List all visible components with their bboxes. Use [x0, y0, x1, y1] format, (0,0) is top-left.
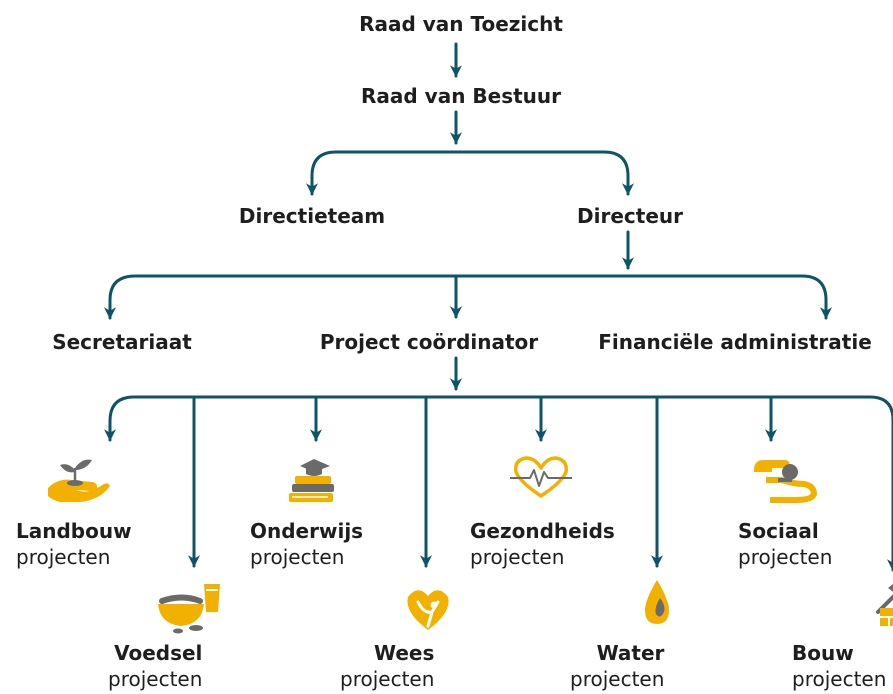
project-bouw: Bouw projecten — [792, 640, 886, 692]
project-title: Landbouw — [16, 519, 132, 543]
node-directieteam: Directieteam — [238, 204, 386, 228]
project-subtitle: projecten — [470, 545, 565, 569]
branch-projects-bus — [132, 395, 893, 422]
branch-secretariaat — [104, 274, 630, 320]
heart-child-icon — [407, 590, 449, 630]
project-title: Sociaal — [738, 519, 819, 543]
project-title: Water — [596, 641, 665, 665]
project-title: Onderwijs — [250, 519, 364, 543]
plant-in-hand-icon — [48, 459, 110, 502]
project-subtitle: projecten — [250, 545, 345, 569]
project-water: Water projecten — [570, 640, 664, 692]
branch-directeur — [454, 150, 634, 196]
project-gezondheids: Gezondheids projecten — [470, 518, 615, 570]
project-sociaal: Sociaal projecten — [738, 518, 832, 570]
project-title: Bouw — [792, 641, 854, 665]
project-onderwijs: Onderwijs projecten — [250, 518, 363, 570]
project-wees: Wees projecten — [340, 640, 434, 692]
project-subtitle: projecten — [738, 545, 833, 569]
hand-coin-icon — [754, 460, 817, 503]
node-project-coordinator: Project coördinator — [319, 330, 539, 354]
node-directeur: Directeur — [577, 204, 683, 228]
heart-pulse-icon — [510, 456, 572, 498]
node-secretariaat: Secretariaat — [52, 330, 192, 354]
project-subtitle: projecten — [570, 667, 665, 691]
project-title: Wees — [374, 641, 435, 665]
books-graduation-cap-icon — [289, 459, 334, 502]
branch-landbouw — [104, 395, 136, 442]
project-subtitle: projecten — [16, 545, 111, 569]
project-landbouw: Landbouw projecten — [16, 518, 132, 570]
node-raad-van-toezicht: Raad van Toezicht — [359, 12, 563, 36]
project-voedsel: Voedsel projecten — [108, 640, 202, 692]
node-financiele-administratie: Financiële administratie — [598, 330, 872, 354]
node-raad-van-bestuur: Raad van Bestuur — [360, 84, 562, 108]
project-subtitle: projecten — [340, 667, 435, 691]
project-title: Gezondheids — [470, 519, 615, 543]
water-drop-icon — [645, 580, 669, 624]
project-subtitle: projecten — [792, 667, 887, 691]
food-bowl-glass-icon — [158, 584, 220, 634]
branch-directie — [306, 150, 458, 196]
hammer-bricks-icon — [876, 584, 893, 626]
branch-financien — [626, 274, 832, 320]
project-title: Voedsel — [114, 641, 203, 665]
project-subtitle: projecten — [108, 667, 203, 691]
